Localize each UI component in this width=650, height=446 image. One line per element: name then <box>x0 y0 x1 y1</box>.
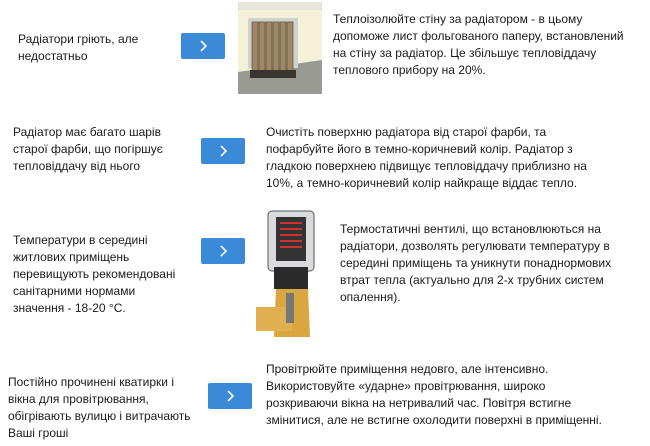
solution-line: змінитися, але не встигне охолодити пове… <box>266 413 602 427</box>
chevron-right-icon <box>200 40 208 52</box>
expand-button-1[interactable] <box>181 33 225 59</box>
solution-2: Очистіть поверхню радіатора від старої ф… <box>266 124 587 192</box>
problem-1: Радіатори гріють, але недостатньо <box>18 31 138 65</box>
expand-button-4[interactable] <box>208 383 252 409</box>
solution-line: втрат тепла (актуально для 2-х трубних с… <box>340 273 604 287</box>
problem-line: перевищують рекомендовані <box>13 267 176 281</box>
problem-4: Постійно прочинені кватирки і вікна для … <box>8 374 191 442</box>
problem-line: вікна для провітрювання, <box>8 392 149 406</box>
solution-line: на стіну за радіатор. Це збільшує теплов… <box>333 46 597 60</box>
solution-line: допоможе лист фольгованого паперу, встан… <box>333 29 624 43</box>
solution-line: Теплоізолюйте стіну за радіатором - в ць… <box>333 12 583 26</box>
solution-line: Використовуйте «ударне» провітрювання, ш… <box>266 379 546 393</box>
problem-line: Постійно прочинені кватирки і <box>8 375 174 389</box>
solution-line: опалення). <box>340 290 401 304</box>
problem-line: старої фарби, що погіршує <box>13 142 163 156</box>
radiator-image <box>238 2 322 94</box>
solution-3: Термостатичні вентилі, що встановлюються… <box>340 221 611 306</box>
solution-line: теплового прибору на 20%. <box>333 63 486 77</box>
solution-line: Провітрюйте приміщення недовго, але інте… <box>266 362 549 376</box>
problem-line: Ваші гроші <box>8 426 69 440</box>
chevron-right-icon <box>227 390 235 402</box>
chevron-right-icon <box>220 245 228 257</box>
problem-2: Радіатор має багато шарів старої фарби, … <box>13 124 163 175</box>
solution-4: Провітрюйте приміщення недовго, але інте… <box>266 361 602 429</box>
solution-line: Очистіть поверхню радіатора від старої ф… <box>266 125 547 139</box>
solution-line: середині приміщень та уникнути понаднорм… <box>340 256 612 270</box>
problem-line: санітарними нормами <box>13 284 136 298</box>
solution-line: 10%, а темно-коричневий колір найкраще в… <box>266 176 578 190</box>
problem-3: Температури в середині житлових приміщен… <box>13 232 175 317</box>
solution-1: Теплоізолюйте стіну за радіатором - в ць… <box>333 11 624 79</box>
chevron-right-icon <box>220 145 228 157</box>
problem-line: обігрівають вулицю і витрачають <box>8 409 191 423</box>
problem-line: Радіатор має багато шарів <box>13 125 161 139</box>
expand-button-2[interactable] <box>201 138 245 164</box>
solution-line: Термостатичні вентилі, що встановлюються… <box>340 222 601 236</box>
solution-line: розкриваючи вікна на нетривалий час. Пов… <box>266 396 572 410</box>
problem-line: житлових приміщень <box>13 250 130 264</box>
solution-line: пофарбуйте його в темно-коричневий колір… <box>266 142 573 156</box>
problem-line: Температури в середині <box>13 233 148 247</box>
expand-button-3[interactable] <box>201 238 245 264</box>
solution-line: гладкою поверхнею підвищує тепловіддачу … <box>266 159 587 173</box>
problem-line: значення - 18-20 °С. <box>13 301 126 315</box>
problem-line: тепловіддачу від нього <box>13 159 141 173</box>
problem-line: недостатньо <box>18 49 88 63</box>
problem-line: Радіатори гріють, але <box>18 32 139 46</box>
thermostatic-valve-image <box>256 210 315 337</box>
solution-line: радіатори, дозволять регулювати температ… <box>340 239 610 253</box>
